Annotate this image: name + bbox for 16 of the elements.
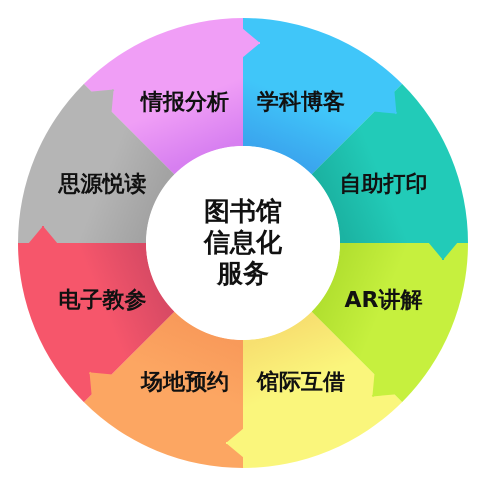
arrow-tip [226, 428, 244, 458]
segment-label: 自助打印 [339, 172, 428, 198]
arrow-tip [90, 88, 114, 113]
segment-label: 学科博客 [257, 90, 346, 116]
segment-label: 思源悦读 [58, 172, 147, 198]
segment-label: 馆际互借 [257, 370, 346, 396]
arrow-tip [242, 28, 260, 58]
segment-label: 电子教参 [58, 288, 147, 314]
arrow-tip [88, 372, 113, 396]
arrow-tip [373, 90, 398, 114]
segment-label: 情报分析 [140, 90, 229, 116]
segment-label: 场地预约 [140, 370, 229, 396]
arrow-tip [372, 373, 396, 398]
segment-label: AR讲解 [344, 288, 422, 314]
arrow-tip [428, 242, 458, 260]
arrow-tip [28, 226, 58, 244]
